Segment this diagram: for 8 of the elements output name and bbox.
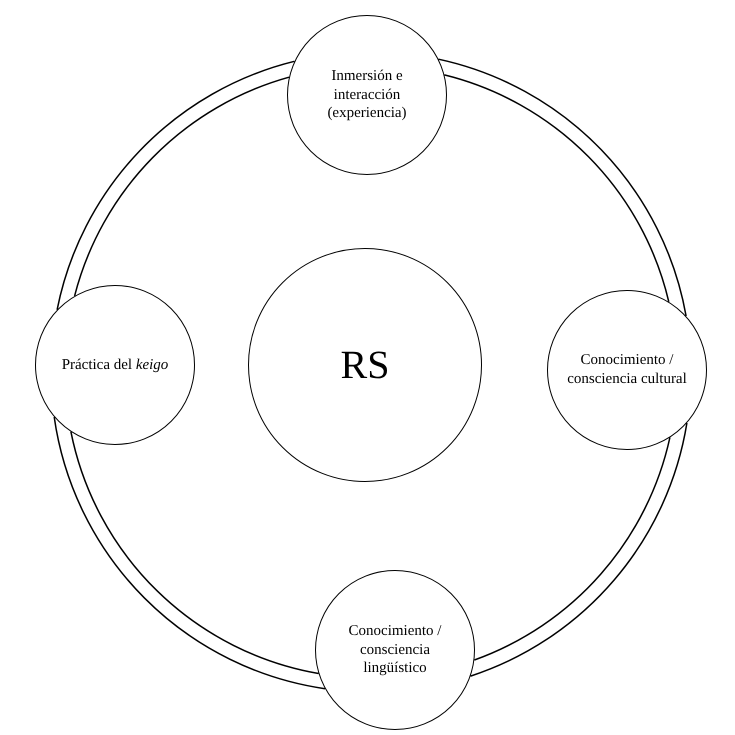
ring-arc [53,416,326,690]
node-label: RS [340,341,390,389]
ring-arc [438,58,687,317]
node-label: Práctica del keigo [62,356,168,374]
node-label: Conocimiento / consciencia lingüístico [348,622,442,678]
node-label: Inmersión e interacción (experiencia) [326,66,408,124]
node-label: Conocimiento / consciencia cultural [567,351,687,389]
ring-arc [470,422,688,677]
